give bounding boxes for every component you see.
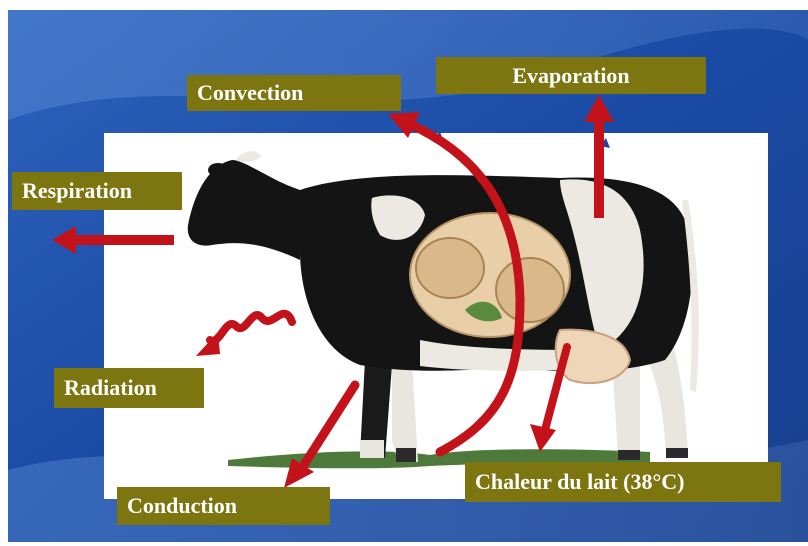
respiration-arrow [74, 235, 174, 245]
radiation-arrow-head [196, 332, 220, 356]
label-evaporation: Evaporation [436, 57, 706, 94]
chaleur-lait-arrow [545, 347, 567, 430]
respiration-arrow-head [52, 226, 76, 254]
label-radiation: Radiation [54, 368, 204, 408]
evaporation-arrow [594, 118, 604, 218]
conduction-arrow [302, 385, 355, 468]
label-chaleur-du-lait: Chaleur du lait (38°C) [465, 462, 781, 502]
label-respiration: Respiration [12, 172, 182, 210]
chaleur-lait-arrow-head [530, 424, 556, 452]
evaporation-arrow-head [584, 95, 614, 122]
convection-arrow [405, 122, 520, 452]
label-convection: Convection [187, 75, 401, 111]
label-conduction: Conduction [117, 487, 330, 525]
radiation-arrow [210, 314, 292, 341]
